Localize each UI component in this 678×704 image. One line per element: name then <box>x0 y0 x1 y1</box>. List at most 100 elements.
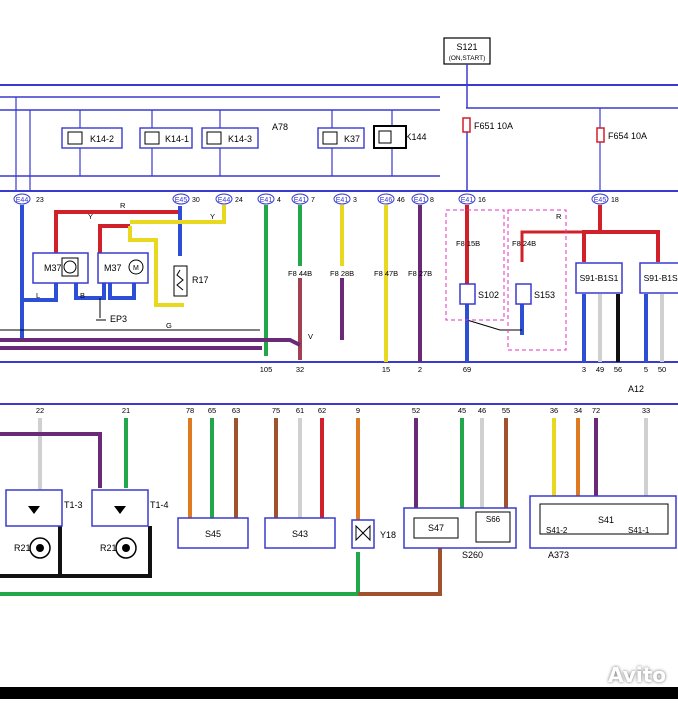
svg-text:B: B <box>80 291 85 300</box>
svg-text:8: 8 <box>430 197 434 204</box>
relay-label: K144 <box>405 132 426 142</box>
sensor-r21-b: R21 <box>100 537 137 559</box>
svg-text:45: 45 <box>458 406 466 415</box>
svg-text:69: 69 <box>463 365 471 374</box>
motor-label: M37 <box>104 263 122 273</box>
transistor-t1-3: T1-3 <box>5 489 83 527</box>
connector-e41-16: E41 16 <box>458 193 486 205</box>
wire-letters: R Y L B G V Y R <box>36 201 562 341</box>
switch-label: S45 <box>205 529 221 539</box>
switch-label: S102 <box>478 290 499 300</box>
module-a78-label: A78 <box>272 122 288 132</box>
fuse-f654: F654 10A <box>596 127 647 143</box>
switch-label: S41-2 <box>546 526 568 535</box>
svg-text:65: 65 <box>208 406 216 415</box>
svg-text:7: 7 <box>311 197 315 204</box>
valve-y18: Y18 <box>351 519 396 549</box>
relay-k37: K37 <box>317 127 365 149</box>
svg-text:L: L <box>36 291 40 300</box>
svg-text:G: G <box>166 321 172 330</box>
sensor-s91-b1s2: S91-B1S2 <box>639 262 678 294</box>
connector-e41-3: E41 3 <box>333 193 357 205</box>
svg-text:E41: E41 <box>336 197 349 204</box>
sensor-r21-a: R21 <box>14 537 51 559</box>
motor-m37-left: M37 <box>32 252 89 284</box>
resistor-r17: R17 <box>173 265 209 297</box>
svg-text:15: 15 <box>382 365 390 374</box>
bottom-bar <box>0 687 678 699</box>
svg-text:56: 56 <box>614 365 622 374</box>
switch-s45: S45 <box>177 517 249 549</box>
relay-k14-2: K14-2 <box>61 127 123 149</box>
relay-label: K14-1 <box>165 134 189 144</box>
svg-text:62: 62 <box>318 406 326 415</box>
motor-label: M37 <box>44 263 62 273</box>
relay-wiring <box>15 97 601 191</box>
splice-labels: F8 44B F8 28B F8 47B F8 27B F8 15B F8 24… <box>288 239 536 278</box>
sensor-s91-b1s1: S91-B1S1 <box>575 262 623 294</box>
svg-text:9: 9 <box>356 406 360 415</box>
svg-text:30: 30 <box>192 197 200 204</box>
svg-text:46: 46 <box>478 406 486 415</box>
svg-text:23: 23 <box>36 197 44 204</box>
svg-text:49: 49 <box>596 365 604 374</box>
dashed-area-s153 <box>507 209 567 351</box>
svg-text:F8 44B: F8 44B <box>288 269 312 278</box>
svg-text:46: 46 <box>397 197 405 204</box>
switch-s153: S153 <box>515 283 555 305</box>
transistor-label: T1-4 <box>150 500 169 510</box>
sensor-label: R21 <box>100 543 117 553</box>
switch-label: S41 <box>598 515 614 525</box>
svg-text:E41: E41 <box>294 197 307 204</box>
relay-label: K37 <box>344 134 360 144</box>
svg-text:16: 16 <box>478 197 486 204</box>
lower-pin-numbers: 22 21 78 65 63 75 61 62 9 52 45 46 55 36… <box>36 406 650 415</box>
motor-m37-right: M37 M <box>97 252 149 284</box>
dashed-area-s102 <box>445 209 505 321</box>
svg-text:5: 5 <box>644 365 648 374</box>
connector-e41-7: E41 7 <box>291 193 315 205</box>
svg-text:52: 52 <box>412 406 420 415</box>
avito-watermark: Avito <box>608 663 666 687</box>
switch-label: S47 <box>428 523 444 533</box>
upper-thin-wires <box>0 298 522 331</box>
svg-text:E45: E45 <box>594 197 607 204</box>
lower-wires <box>0 418 648 596</box>
sensor-label: S91-B1S2 <box>644 273 678 283</box>
switch-s43: S43 <box>264 517 336 549</box>
svg-text:34: 34 <box>574 406 582 415</box>
relay-label: K14-2 <box>90 134 114 144</box>
valve-label: Y18 <box>380 530 396 540</box>
svg-text:3: 3 <box>353 197 357 204</box>
svg-text:63: 63 <box>232 406 240 415</box>
svg-text:E44: E44 <box>218 197 231 204</box>
svg-text:E41: E41 <box>414 197 427 204</box>
switch-group-a373: S41 S41-2 S41-1 A373 <box>529 495 677 560</box>
svg-text:50: 50 <box>658 365 666 374</box>
svg-text:E44: E44 <box>16 197 29 204</box>
svg-text:33: 33 <box>642 406 650 415</box>
svg-text:F8 27B: F8 27B <box>408 269 432 278</box>
svg-text:E41: E41 <box>461 197 474 204</box>
svg-text:105: 105 <box>260 365 273 374</box>
svg-text:F8 15B: F8 15B <box>456 239 480 248</box>
switch-label: S43 <box>292 529 308 539</box>
svg-text:72: 72 <box>592 406 600 415</box>
transistor-t1-4: T1-4 <box>91 489 169 527</box>
connector-e44-23: E44 23 <box>13 193 44 205</box>
svg-text:61: 61 <box>296 406 304 415</box>
switch-label: S41-1 <box>628 526 650 535</box>
svg-text:F8 28B: F8 28B <box>330 269 354 278</box>
svg-text:36: 36 <box>550 406 558 415</box>
svg-text:4: 4 <box>277 197 281 204</box>
svg-text:32: 32 <box>296 365 304 374</box>
svg-text:2: 2 <box>418 365 422 374</box>
svg-text:Y: Y <box>210 212 215 221</box>
upper-wires <box>0 205 664 362</box>
